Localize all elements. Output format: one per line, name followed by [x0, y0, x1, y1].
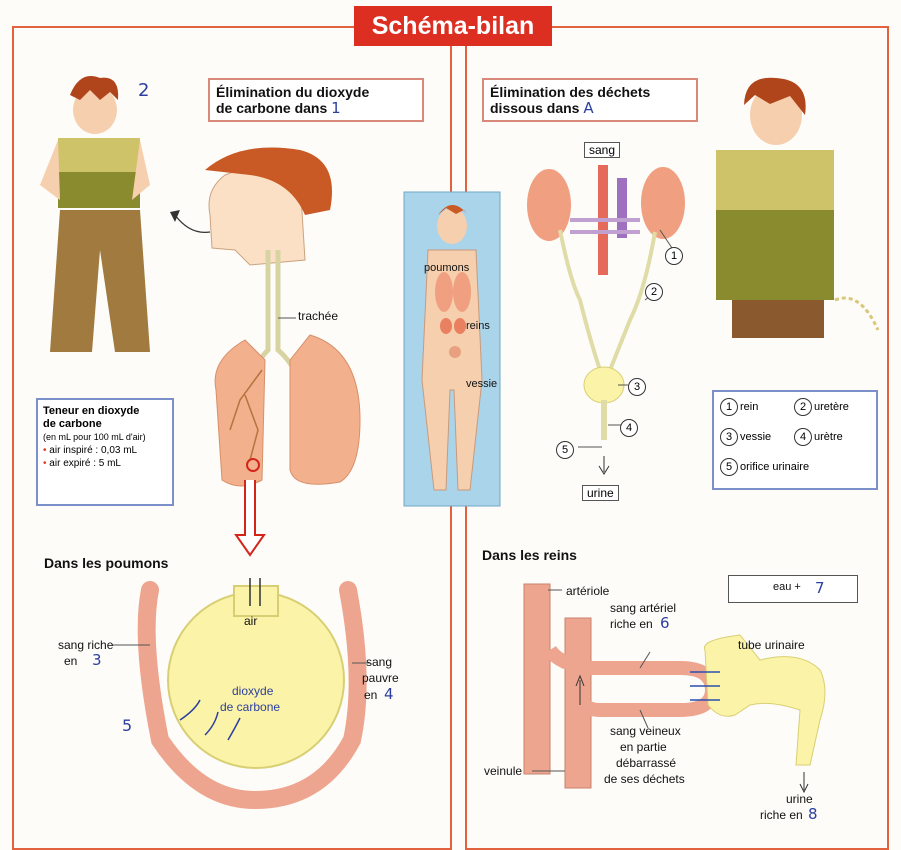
number-3: 3 [92, 651, 102, 669]
number-6: 6 [660, 614, 670, 632]
center-body [404, 192, 500, 506]
left-heading-line2: de carbone dans [216, 100, 327, 116]
label-arteriole: artériole [566, 584, 609, 598]
eau-legend-box: eau + 7 [728, 575, 858, 603]
label-poumons: poumons [424, 262, 469, 274]
label-en-left: en [64, 654, 77, 668]
urinary-marker-2-num: 2 [645, 283, 663, 301]
right-heading-line1: Élimination des déchets [490, 84, 650, 100]
label-eau: eau + [773, 581, 801, 593]
left-heading-line1: Élimination du dioxyde [216, 84, 369, 100]
label-trachee: trachée [298, 309, 338, 323]
label-sang-riche: sang riche [58, 638, 113, 652]
urinary-marker-5: 5 [556, 440, 576, 459]
label-veineux-3: débarrassé [616, 756, 676, 770]
section-reins: Dans les reins [482, 547, 577, 563]
urinary-marker-3-num: 3 [628, 378, 646, 396]
label-pauvre: pauvre [362, 671, 399, 685]
boy-number-2: 2 [138, 80, 149, 101]
right-boy-figure [716, 78, 878, 338]
label-reins: reins [466, 320, 490, 332]
label-tube-urinaire: tube urinaire [738, 638, 805, 652]
label-veineux-1: sang veineux [610, 724, 681, 738]
label-vessie: vessie [466, 378, 497, 390]
label-dioxyde-2: de carbone [220, 700, 280, 714]
breathing-system [170, 148, 360, 556]
number-5: 5 [122, 716, 132, 735]
teneur-title-2: de carbone [43, 418, 102, 430]
number-8: 8 [808, 805, 818, 823]
right-heading-line2: dissous dans [490, 100, 579, 116]
left-boy-figure [40, 76, 150, 352]
teneur-title-1: Teneur en dioxyde [43, 405, 139, 417]
urinary-marker-2: 2 [645, 282, 665, 301]
urinary-marker-4-num: 4 [620, 419, 638, 437]
teneur-item-1: air inspiré : 0,03 mL [49, 445, 137, 456]
label-riche-en-bottom: riche en [760, 808, 803, 822]
label-air: air [244, 614, 257, 628]
section-poumons: Dans les poumons [44, 555, 168, 571]
urinary-system [527, 165, 685, 474]
number-4: 4 [384, 685, 394, 703]
label-veineux-2: en partie [620, 740, 667, 754]
urinary-marker-5-num: 5 [556, 441, 574, 459]
left-heading-number: 1 [331, 99, 341, 117]
label-veinule: veinule [484, 764, 522, 778]
number-7: 7 [815, 579, 825, 597]
label-urine-bottom: urine [786, 792, 813, 806]
urinary-marker-4: 4 [620, 418, 640, 437]
label-riche-en: riche en [610, 617, 653, 631]
label-dioxyde-1: dioxyde [232, 684, 273, 698]
urinary-marker-1: 1 [665, 246, 685, 265]
left-heading: Élimination du dioxyde de carbone dans 1 [208, 78, 424, 122]
label-sang-arteriel: sang artériel [610, 601, 676, 615]
label-urine: urine [582, 485, 619, 501]
label-sang-top: sang [584, 142, 620, 158]
right-heading: Élimination des déchets dissous dans A [482, 78, 698, 122]
right-heading-letter: A [583, 99, 593, 117]
label-en-right: en [364, 688, 377, 702]
label-sang: sang [366, 655, 392, 669]
urinary-marker-1-num: 1 [665, 247, 683, 265]
teneur-subtitle: (en mL pour 100 mL d'air) [43, 432, 146, 442]
teneur-item-2: air expiré : 5 mL [49, 458, 121, 469]
label-veineux-4: de ses déchets [604, 772, 685, 786]
urinary-marker-3: 3 [628, 377, 648, 396]
teneur-box: Teneur en dioxyde de carbone (en mL pour… [36, 398, 174, 506]
